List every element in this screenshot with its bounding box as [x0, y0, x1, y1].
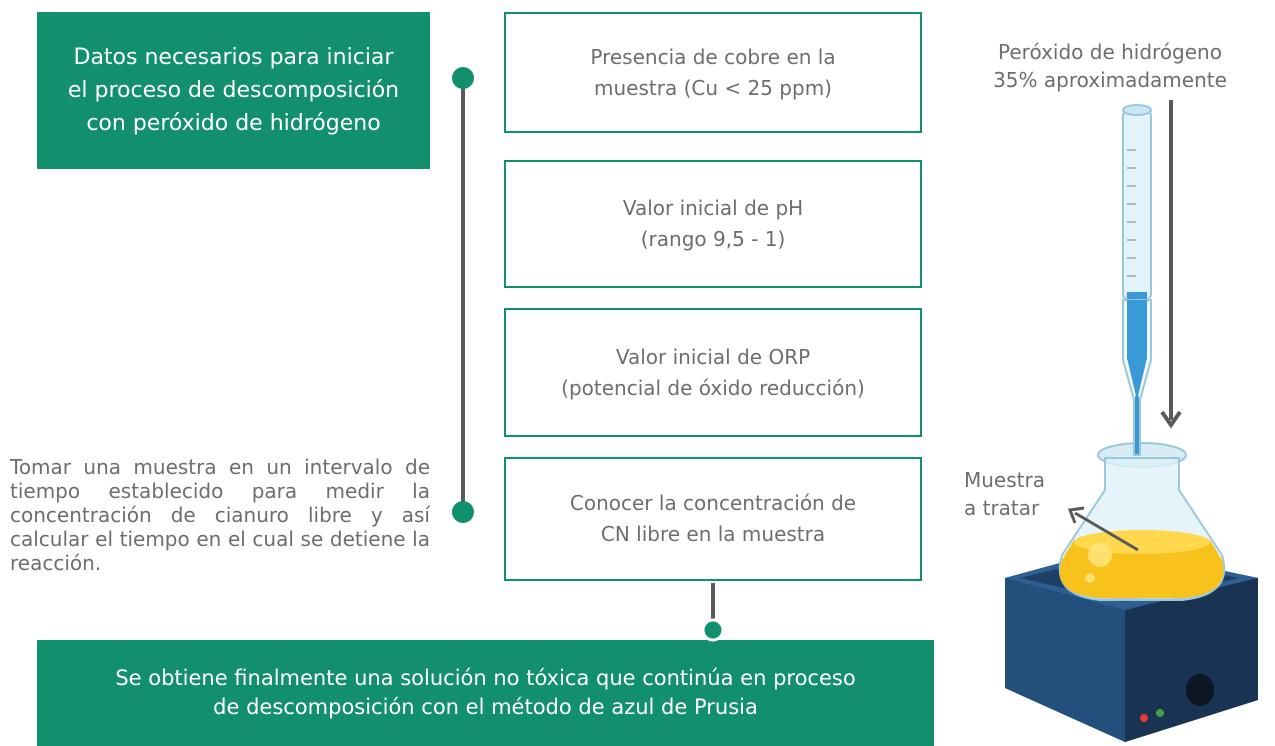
step-box-orp: Valor inicial de ORP (potencial de óxido…: [504, 308, 922, 437]
sample-arrow-line: [1074, 511, 1139, 552]
sample-label: Muestra a tratar: [964, 468, 1045, 520]
step-text-cn-free: Conocer la concentración de CN libre en …: [569, 491, 857, 546]
step-text-ph: Valor inicial de pH (rango 9,5 - 1): [622, 196, 804, 251]
intro-text: Datos necesarios para iniciar el proceso…: [67, 45, 400, 136]
reagent-arrow-head: [1160, 410, 1182, 429]
sampling-note: Tomar una muestra en un intervalo de tie…: [10, 455, 430, 575]
sample-arrow-head: [1067, 506, 1085, 524]
timeline-dot-bottom: [452, 501, 474, 523]
step-text-orp: Valor inicial de ORP (potencial de óxido…: [561, 344, 865, 400]
result-box: Se obtiene finalmente una solución no tó…: [37, 640, 934, 746]
result-text: Se obtiene finalmente una solución no tó…: [115, 666, 856, 719]
intro-box: Datos necesarios para iniciar el proceso…: [37, 12, 430, 169]
pipette-icon: [1122, 104, 1152, 456]
step-box-copper: Presencia de cobre en la muestra (Cu < 2…: [504, 12, 922, 133]
step-text-copper: Presencia de cobre en la muestra (Cu < 2…: [590, 44, 836, 100]
result-connector-dot: [701, 618, 725, 642]
step-box-cn-free: Conocer la concentración de CN libre en …: [504, 457, 922, 581]
step-box-ph: Valor inicial de pH (rango 9,5 - 1): [504, 160, 922, 288]
timeline-dot-top: [452, 67, 474, 89]
flask-icon: [1058, 442, 1226, 601]
reagent-label: Peróxido de hidrógeno 35% aproximadament…: [993, 40, 1227, 92]
